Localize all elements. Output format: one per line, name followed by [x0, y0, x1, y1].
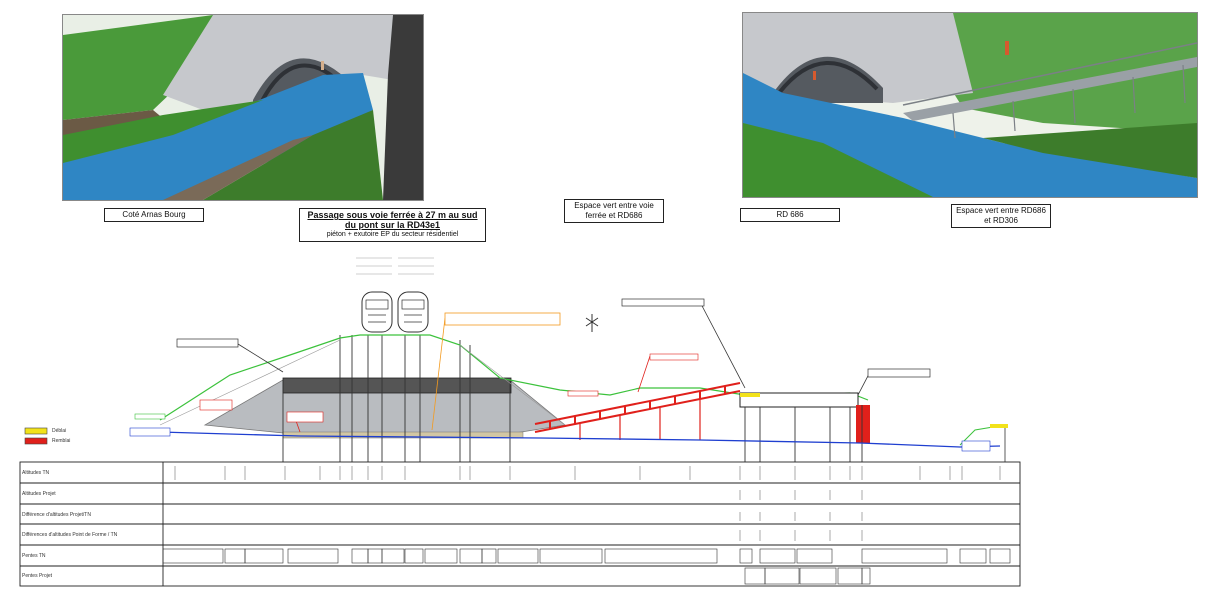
north-arrow-icon	[585, 314, 599, 332]
structure-vertical-lines	[282, 335, 511, 462]
dark-wall	[383, 15, 423, 200]
caption-left-text: Coté Arnas Bourg	[122, 210, 186, 219]
tunnel-arch	[773, 56, 883, 103]
ground-blue-line	[159, 431, 1001, 448]
table-row-difference-point-forme: Différences d'altitudes Point de Forme /…	[22, 532, 118, 538]
person-figure	[321, 61, 324, 70]
grass-right	[203, 110, 383, 200]
pedestrian-ramp	[534, 382, 741, 433]
table-row-difference-projet-tn: Différence d'altitudes Projet/TN	[22, 512, 91, 518]
passage-subtitle: piéton + exutoire EP du secteur résident…	[326, 231, 459, 238]
caption-rd: RD 686	[740, 208, 840, 222]
person-figure	[1005, 41, 1009, 55]
caption-green-space-2: Espace vert entre RD686 et RD306	[951, 204, 1051, 228]
annotation-boxes	[129, 298, 991, 452]
table-row-altitudes-projet: Altitudes Projet	[22, 491, 56, 497]
legend-label-remblai: Remblai	[52, 438, 71, 444]
footbridge-railing	[902, 42, 1197, 106]
footbridge-deck	[903, 57, 1197, 121]
profile-table-ticks	[174, 466, 1001, 541]
ramp-supports	[579, 400, 701, 440]
train-right	[397, 291, 429, 333]
table-row-pentes-projet: Pentes Projet	[22, 573, 53, 579]
grass-bank	[63, 100, 263, 163]
profile-table-grid	[19, 461, 1021, 587]
render-left-svg	[63, 15, 423, 200]
passage-title: Passage sous voie ferrée à 27 m au sud d…	[307, 210, 478, 230]
table-row-pentes-tn: Pentes TN	[22, 553, 46, 559]
rail-platform	[282, 377, 512, 394]
rd-text: RD 686	[776, 210, 804, 219]
fill-block	[856, 405, 870, 443]
caption-left-view: Coté Arnas Bourg	[104, 208, 204, 222]
caption-passage: Passage sous voie ferrée à 27 m au sud d…	[299, 208, 486, 242]
legend-label-deblai: Déblai	[52, 428, 67, 434]
slope-row-cells	[162, 548, 1011, 585]
right-structure-lines	[744, 405, 863, 462]
render-right-view	[742, 12, 1198, 198]
footbridge-posts	[952, 64, 1186, 139]
grass-left	[743, 123, 933, 197]
faint-dimension-marks	[356, 257, 434, 275]
table-row-altitudes-tn: Altitudes TN	[22, 470, 50, 476]
green-space-2-text: Espace vert entre RD686 et RD306	[956, 206, 1046, 225]
green-space-1-text: Espace vert entre voie ferrée et RD686	[574, 201, 654, 220]
stream-water	[63, 73, 373, 200]
road-deck	[739, 392, 859, 408]
legend-swatch-deblai	[24, 427, 48, 435]
render-right-svg	[743, 13, 1197, 197]
train-left	[361, 291, 393, 333]
caption-green-space-1: Espace vert entre voie ferrée et RD686	[564, 199, 664, 223]
render-left-view	[62, 14, 424, 201]
legend-swatch-remblai	[24, 437, 48, 445]
